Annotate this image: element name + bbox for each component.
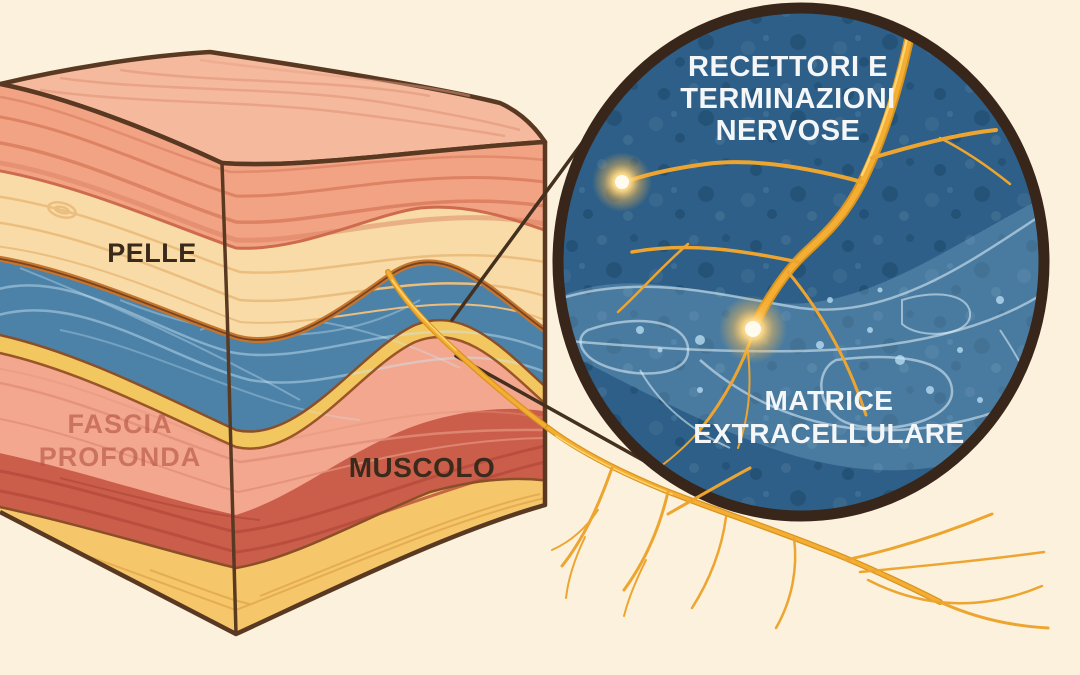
label-recettori-line1: RECETTORI E [688, 51, 888, 83]
block-corner-edge [220, 162, 238, 635]
nerve-in-block [385, 269, 551, 431]
label-matrice-line1: MATRICE [765, 385, 894, 416]
magnifier-circle: RECETTORI E TERMINAZIONI NERVOSE MATRICE… [552, 2, 1050, 522]
label-matrice-line2: EXTRACELLULARE [693, 418, 964, 449]
label-fascia-profonda-line1: FASCIA [67, 409, 172, 439]
skin-surface-texture [39, 58, 521, 138]
muscle-texture [0, 444, 545, 554]
subcutaneous-texture [0, 194, 545, 324]
layer-boundaries [0, 168, 545, 570]
deep-tissue-texture [39, 493, 545, 612]
dermis-texture [0, 94, 545, 243]
extracellular-matrix-band [562, 195, 1040, 471]
label-fascia-profonda-line2: PROFONDA [39, 442, 202, 472]
label-muscolo: MUSCOLO [349, 452, 496, 483]
tissue-block: PELLE FASCIA PROFONDA MUSCOLO [0, 49, 548, 637]
magnifier-border [552, 2, 1050, 522]
label-recettori-line2: TERMINAZIONI [680, 83, 895, 115]
label-recettori-line3: NERVOSE [716, 115, 861, 147]
label-pelle: PELLE [107, 238, 197, 268]
receptor-glow-1 [592, 152, 652, 212]
block-outline [0, 81, 548, 637]
nerve-network-external [545, 425, 1050, 630]
receptor-glow-2 [719, 295, 787, 363]
nerve-strand-over-border [666, 466, 752, 516]
